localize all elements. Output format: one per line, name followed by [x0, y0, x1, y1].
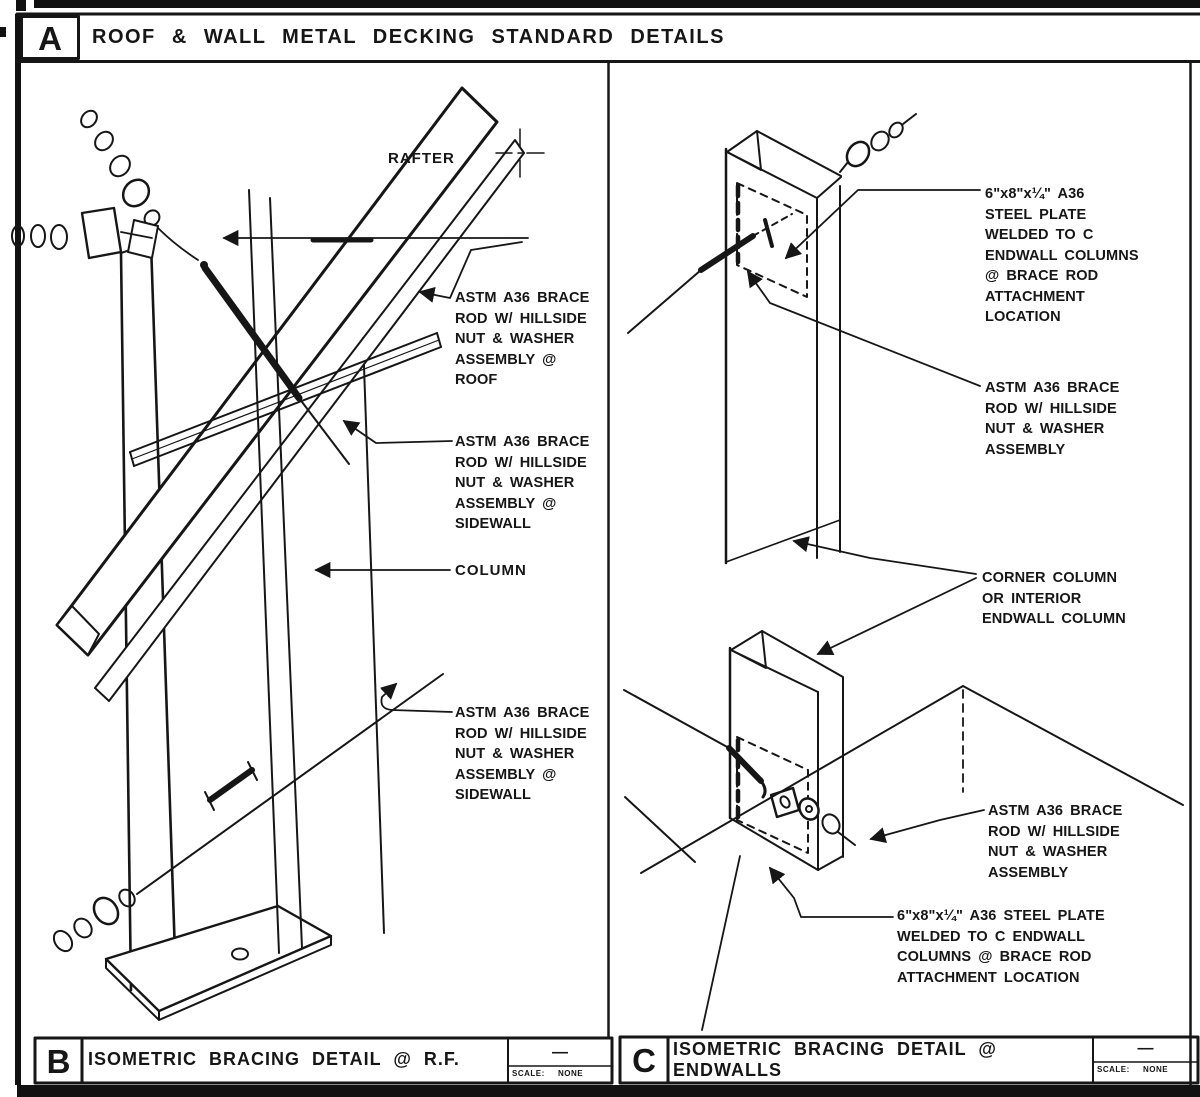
detail-b-title: ISOMETRIC BRACING DETAIL @ R.F.: [88, 1049, 460, 1069]
callout-brace-roof: ASTM A36 BRACE ROD W/ HILLSIDE NUT & WAS…: [455, 289, 590, 388]
leader-plate-lower: [768, 866, 894, 918]
leader-corner-column-lower: [816, 577, 977, 656]
detail-c-title: ISOMETRIC BRACING DETAIL @ ENDWALLS: [673, 1039, 997, 1080]
steel-plate-lower-hidden: [736, 736, 809, 854]
detail-c-scale-label: SCALE:: [1097, 1065, 1130, 1074]
center-mark-icon: [495, 128, 545, 178]
leader-lines-c: [746, 189, 985, 918]
leader-brace-sidewall-upper: [342, 419, 453, 444]
detail-b-drawing: [11, 86, 545, 1021]
detail-b-scale-dash: —: [552, 1044, 568, 1061]
detail-c-index: C: [632, 1042, 656, 1079]
leader-brace-lower: [869, 809, 985, 843]
detail-b-scale-label: SCALE:: [512, 1069, 545, 1078]
brace-rod-sidewall-lower: [52, 673, 444, 953]
brace-rod-endwall-upper: [627, 113, 917, 334]
hillside-washer-assembly-endwall-upper: [839, 113, 917, 173]
sheet-title: ROOF & WALL METAL DECKING STANDARD DETAI…: [92, 26, 725, 48]
detail-a-index: A: [38, 20, 62, 57]
bridging-channel-strip: [129, 332, 442, 467]
endwall-column-lower: [728, 630, 844, 871]
hillside-washer-assembly-lower: [52, 888, 136, 953]
callout-column: COLUMN: [455, 562, 527, 579]
hillside-washer-assembly-roof: [80, 109, 199, 261]
rafter-beam: [55, 86, 525, 702]
callout-plate-upper: 6"x8"x¼" A36 STEEL PLATE WELDED TO C END…: [985, 185, 1139, 325]
leader-corner-column-upper: [792, 536, 977, 575]
callout-brace-sidewall-lower: ASTM A36 BRACE ROD W/ HILLSIDE NUT & WAS…: [455, 704, 590, 803]
column-base-plate: [104, 904, 333, 1021]
detail-c-scale-dash: —: [1137, 1040, 1154, 1057]
callout-brace-upper: ASTM A36 BRACE ROD W/ HILLSIDE NUT & WAS…: [985, 379, 1120, 458]
endwall-column-upper: [724, 130, 842, 565]
detail-b-index: B: [46, 1043, 71, 1080]
detail-b-scale-value: NONE: [558, 1069, 584, 1078]
callout-rafter: RAFTER: [388, 150, 455, 167]
callout-brace-sidewall-upper: ASTM A36 BRACE ROD W/ HILLSIDE NUT & WAS…: [455, 433, 590, 532]
callout-brace-lower: ASTM A36 BRACE ROD W/ HILLSIDE NUT & WAS…: [988, 802, 1123, 881]
leader-brace-upper: [746, 270, 981, 387]
brace-rod-endwall-lower: [623, 689, 856, 846]
leader-brace-sidewall-lower: [379, 682, 453, 713]
hillside-washer-assembly-endwall-lower: [769, 786, 856, 846]
leader-plate-upper: [784, 189, 981, 260]
detail-c-scale-value: NONE: [1143, 1065, 1169, 1074]
hillside-washer-assembly-sidewall: [11, 206, 159, 260]
callout-plate-lower: 6"x8"x¼" A36 STEEL PLATE WELDED TO C END…: [897, 907, 1105, 986]
steel-plate-upper-hidden: [736, 182, 808, 298]
anchor-hole: [231, 947, 249, 961]
callout-corner-column: CORNER COLUMN OR INTERIOR ENDWALL COLUMN: [982, 569, 1126, 627]
